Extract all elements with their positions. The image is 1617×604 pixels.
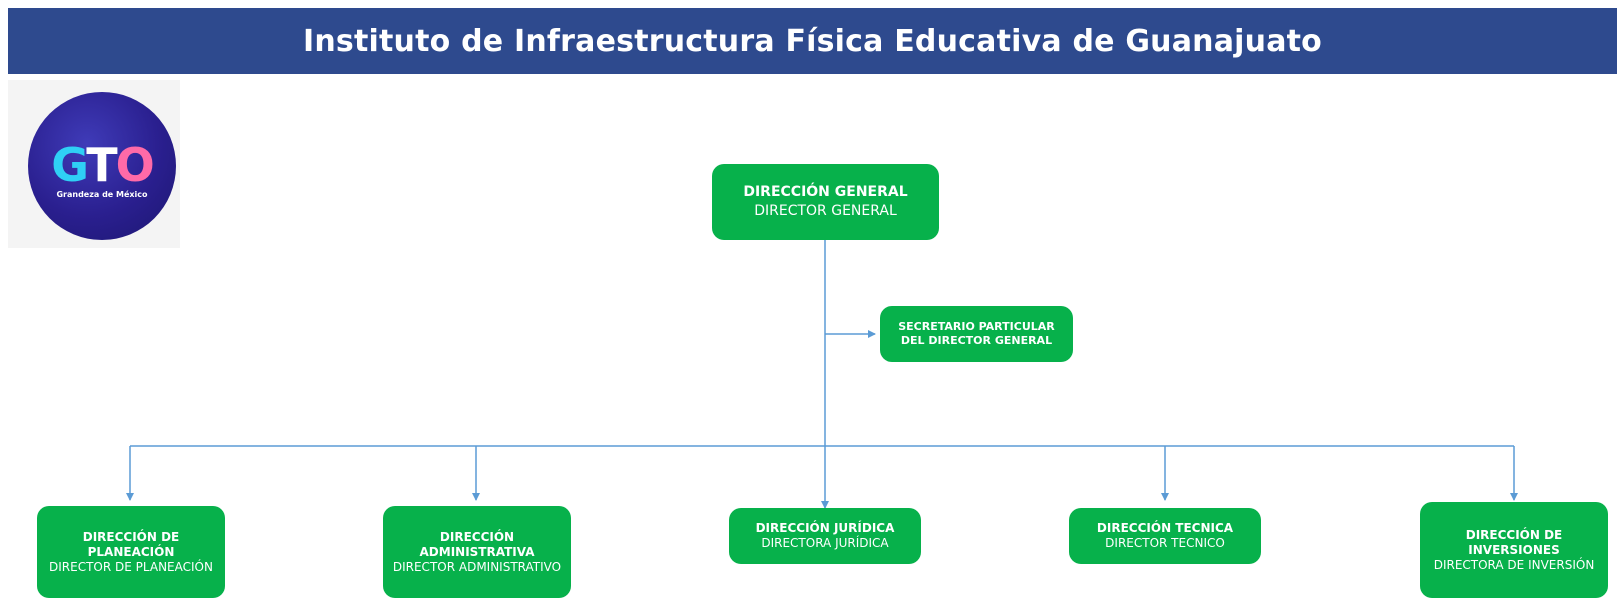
org-node-assistant: SECRETARIO PARTICULAR DEL DIRECTOR GENER…	[880, 306, 1073, 362]
org-node-subtitle: DIRECTOR ADMINISTRATIVO	[392, 559, 562, 574]
org-node-title: SECRETARIO PARTICULAR DEL DIRECTOR GENER…	[898, 320, 1055, 347]
org-node-subtitle: DIRECTOR DE PLANEACIÓN	[49, 559, 213, 574]
org-node-root: DIRECCIÓN GENERAL DIRECTOR GENERAL	[712, 164, 939, 240]
org-node-title: DIRECCIÓN TECNICA	[1096, 521, 1234, 535]
org-node-subtitle: DIRECTORA DE INVERSIÓN	[1433, 557, 1595, 572]
logo-tagline: Grandeza de México	[56, 189, 148, 199]
org-node-title: DIRECCIÓN DE INVERSIONES	[1465, 527, 1563, 557]
org-node-administrativa: DIRECCIÓN ADMINISTRATIVA DIRECTOR ADMINI…	[383, 506, 571, 598]
org-node-title: DIRECCIÓN GENERAL	[743, 184, 908, 200]
org-node-juridica: DIRECCIÓN JURÍDICA DIRECTORA JURÍDICA	[729, 508, 921, 564]
org-node-subtitle: DIRECTORA JURÍDICA	[761, 536, 889, 550]
logo-wordmark: GTO	[51, 137, 154, 192]
org-node-subtitle: DIRECTOR TECNICO	[1105, 536, 1225, 550]
logo-badge: GTO Grandeza de México	[28, 92, 176, 240]
org-node-tecnica: DIRECCIÓN TECNICA DIRECTOR TECNICO	[1069, 508, 1261, 564]
org-node-inversiones: DIRECCIÓN DE INVERSIONES DIRECTORA DE IN…	[1420, 502, 1608, 598]
header-banner: Instituto de Infraestructura Física Educ…	[8, 8, 1617, 74]
org-node-subtitle: DIRECTOR GENERAL	[754, 203, 897, 219]
org-node-planeacion: DIRECCIÓN DE PLANEACIÓN DIRECTOR DE PLAN…	[37, 506, 225, 598]
org-node-title: DIRECCIÓN ADMINISTRATIVA	[419, 529, 535, 559]
org-node-title: DIRECCIÓN JURÍDICA	[755, 521, 895, 535]
gto-logo: GTO Grandeza de México	[8, 80, 180, 248]
page-title: Instituto de Infraestructura Física Educ…	[303, 23, 1322, 59]
org-node-title: DIRECCIÓN DE PLANEACIÓN	[82, 529, 180, 559]
